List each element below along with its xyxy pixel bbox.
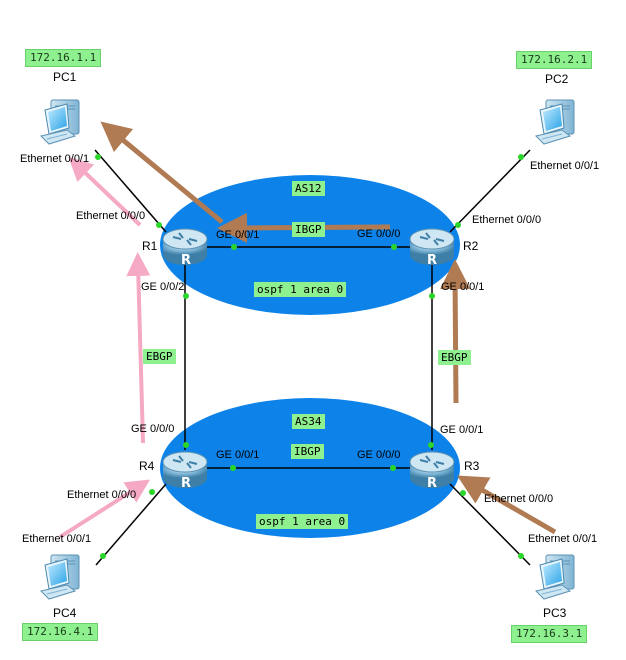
pc4-port-label: Ethernet 0/0/1 [22, 533, 92, 545]
pc4-icon[interactable] [40, 554, 80, 600]
route-arrow-r1-to-pc1-pink [68, 156, 142, 227]
pc3-icon[interactable] [535, 554, 575, 600]
r3-ge-up-label: GE 0/0/1 [440, 424, 484, 436]
router-r2-glyph: R [427, 253, 437, 268]
as12-ospf-label: ospf 1 area 0 [254, 282, 347, 297]
link-pc4-r4 [95, 483, 167, 566]
route-arrow-r1-to-pc1 [100, 121, 224, 224]
link-pc1-r1 [94, 149, 167, 233]
as12-ibgp-label: IBGP [292, 222, 325, 237]
r4-ge-right-label: GE 0/0/1 [216, 449, 260, 461]
router-r3-glyph: R [427, 476, 437, 491]
as34-ospf-label: ospf 1 area 0 [256, 514, 349, 529]
port-dots [95, 154, 524, 559]
link-pc2-r2 [449, 149, 531, 233]
r4-name: R4 [139, 459, 155, 473]
pc2-name: PC2 [545, 72, 569, 86]
pc3-port-label: Ethernet 0/0/1 [528, 533, 598, 545]
r4-eth-label: Ethernet 0/0/0 [67, 489, 137, 501]
as34-label: AS34 [292, 414, 325, 429]
pc2-ip-tag: 172.16.2.1 [516, 51, 593, 69]
ebgp-right-label: EBGP [438, 350, 471, 365]
r3-ge-left-label: GE 0/0/0 [357, 449, 401, 461]
pc3-ip-tag: 172.16.3.1 [511, 625, 588, 643]
pc2-icon[interactable] [535, 99, 575, 145]
r3-name: R3 [464, 459, 480, 473]
as12-label: AS12 [292, 181, 325, 196]
route-arrow-pc3-to-r3 [457, 475, 557, 535]
r1-ge-right-label: GE 0/0/1 [216, 229, 260, 241]
pc1-port-label: Ethernet 0/0/1 [20, 153, 90, 165]
ebgp-left-label: EBGP [143, 349, 176, 364]
as34-ibgp-label: IBGP [291, 444, 324, 459]
pc1-ip-tag: 172.16.1.1 [25, 49, 102, 67]
route-arrow-r4-to-r1 [126, 252, 151, 444]
r1-eth-label: Ethernet 0/0/0 [76, 210, 146, 222]
pc4-name: PC4 [53, 606, 77, 620]
r4-ge-up-label: GE 0/0/0 [131, 423, 175, 435]
r1-name: R1 [142, 239, 158, 253]
pc1-icon[interactable] [40, 99, 80, 145]
router-r1-glyph: R [181, 253, 191, 268]
r2-ge-down-label: GE 0/0/1 [441, 281, 485, 293]
pc1-name: PC1 [53, 70, 77, 84]
r2-eth-label: Ethernet 0/0/0 [472, 214, 542, 226]
r2-ge-left-label: GE 0/0/0 [357, 228, 401, 240]
as12-area [160, 175, 460, 315]
route-arrow-pc4-to-r4 [58, 479, 151, 539]
r1-ge-down-label: GE 0/0/2 [141, 281, 185, 293]
r3-eth-label: Ethernet 0/0/0 [484, 493, 554, 505]
route-arrow-r3-to-r2 [440, 259, 471, 404]
r2-name: R2 [463, 239, 479, 253]
router-r4-glyph: R [181, 476, 191, 491]
pc4-ip-tag: 172.16.4.1 [22, 623, 99, 641]
pc2-port-label: Ethernet 0/0/1 [530, 160, 600, 172]
pc3-name: PC3 [543, 606, 567, 620]
